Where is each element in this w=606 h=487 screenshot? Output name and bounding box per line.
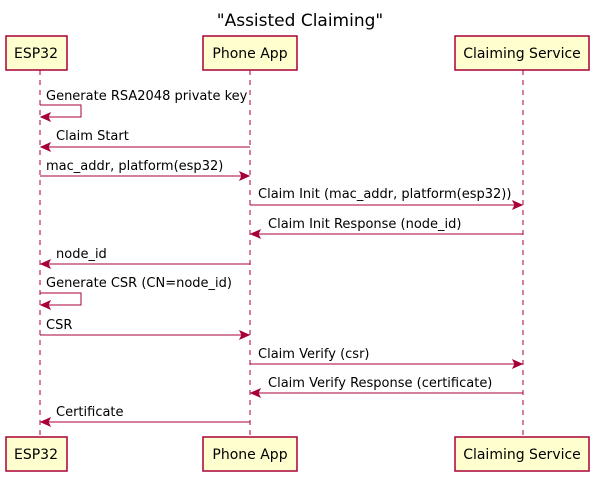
message-certificate: Certificate [39,405,250,428]
message-generate-private-key: Generate RSA2048 private key [39,89,248,123]
message-claim-verify-response: Claim Verify Response (certificate) [249,376,523,399]
participant-phone-app-bottom: Phone App [202,436,298,472]
participant-label: Phone App [212,447,287,463]
message-label: mac_addr, platform(esp32) [46,159,223,174]
participant-label: Claiming Service [463,46,581,62]
message-claim-init: Claim Init (mac_addr, platform(esp32)) [250,187,524,211]
arrowhead [39,141,52,153]
message-generate-csr: Generate CSR (CN=node_id) [39,276,232,311]
arrowhead [238,329,251,341]
arrowhead [39,299,52,311]
message-label: Claim Verify Response (certificate) [268,376,492,391]
message-csr: CSR [40,318,251,341]
message-label: Claim Init Response (node_id) [268,217,462,232]
message-label: CSR [46,318,72,333]
participant-esp32-top: ESP32 [5,35,68,71]
participant-claiming-service-bottom: Claiming Service [454,436,590,472]
message-label: Certificate [56,405,124,420]
arrowhead [39,111,52,123]
message-label: node_id [56,247,107,262]
participant-label: Phone App [212,46,287,62]
message-label: Claim Init (mac_addr, platform(esp32)) [258,187,511,202]
arrowhead [39,416,52,428]
participant-claiming-service-top: Claiming Service [454,35,590,71]
arrowhead [249,387,262,399]
participant-phone-app-top: Phone App [202,35,298,71]
message-label: Generate CSR (CN=node_id) [46,276,232,291]
participant-esp32-bottom: ESP32 [5,436,68,472]
arrowhead [238,170,251,182]
arrowhead [249,228,262,240]
message-claim-verify: Claim Verify (csr) [250,347,524,370]
participant-label: ESP32 [14,46,58,62]
message-claim-start: Claim Start [39,129,250,153]
arrowhead [511,358,524,370]
message-mac-addr-platform: mac_addr, platform(esp32) [40,159,251,182]
message-claim-init-response: Claim Init Response (node_id) [249,217,523,240]
arrowhead [39,258,52,270]
message-label: Claim Start [56,129,129,144]
message-label: Claim Verify (csr) [258,347,369,362]
message-label: Generate RSA2048 private key [46,89,248,104]
arrowhead [511,199,524,211]
message-node-id: node_id [39,247,250,270]
participant-label: Claiming Service [463,447,581,463]
participant-label: ESP32 [14,447,58,463]
diagram-title: "Assisted Claiming" [217,11,383,31]
